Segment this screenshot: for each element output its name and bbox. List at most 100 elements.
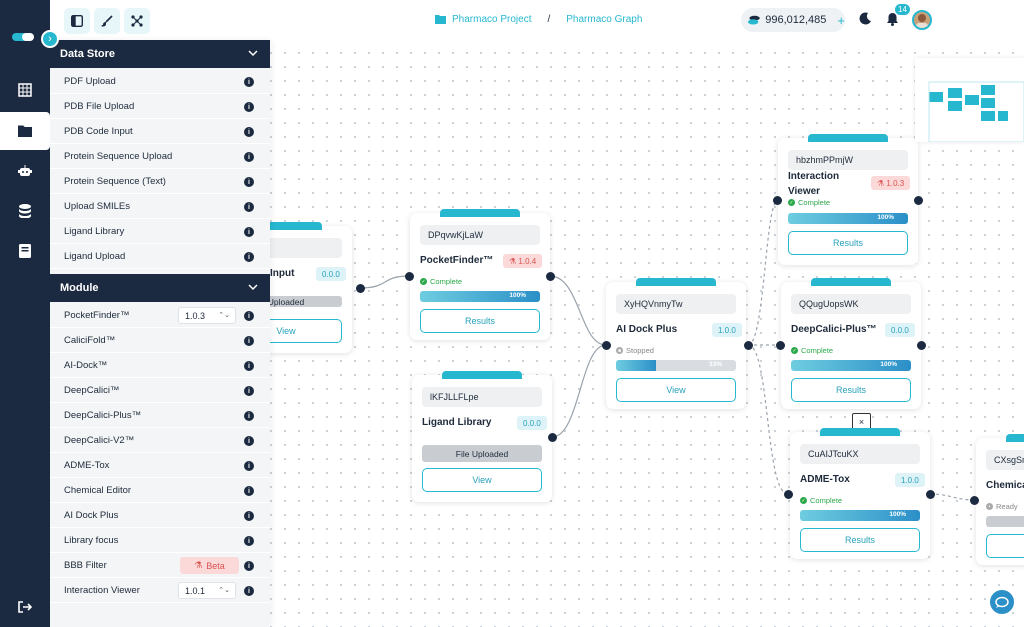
node-ligand-library[interactable]: lKFJLLFLpe Ligand Library 0.0.0 File Upl… <box>412 371 552 502</box>
view-button[interactable]: View <box>616 378 736 402</box>
info-icon[interactable]: i <box>244 561 254 571</box>
info-icon[interactable]: i <box>244 77 254 87</box>
input-port[interactable] <box>773 196 782 205</box>
action-button[interactable] <box>986 534 1024 558</box>
input-port[interactable] <box>405 272 414 281</box>
credits-balance[interactable]: 996,012,485 + <box>741 8 845 32</box>
results-button[interactable]: Results <box>788 231 908 255</box>
node-deepcalici-plus[interactable]: QQugUopsWK DeepCalici-Plus™ 0.0.0 ✓Compl… <box>781 278 921 409</box>
version-tag: 0.0.0 <box>517 416 547 430</box>
upload-state: File Uploaded <box>422 445 542 462</box>
minimap-preview <box>928 81 1024 143</box>
input-port[interactable] <box>970 496 979 505</box>
projects-nav-button[interactable] <box>0 112 50 150</box>
item-label: Chemical Editor <box>64 485 132 496</box>
input-port[interactable] <box>776 341 785 350</box>
avatar[interactable] <box>912 10 932 30</box>
output-port[interactable] <box>917 341 926 350</box>
breadcrumb-graph[interactable]: Pharmaco Graph <box>566 14 643 25</box>
version-select[interactable]: 1.0.3⌃⌄ <box>178 307 236 324</box>
models-nav-button[interactable] <box>0 152 50 190</box>
output-port[interactable] <box>914 196 923 205</box>
module-header[interactable]: Module <box>50 274 270 302</box>
book-icon <box>19 244 31 258</box>
node-chemical-editor[interactable]: CXsgSm Chemica •Ready <box>976 434 1024 565</box>
theme-toggle-button[interactable] <box>859 12 872 30</box>
info-icon[interactable]: i <box>244 461 254 471</box>
logout-button[interactable] <box>0 588 50 626</box>
info-icon[interactable]: i <box>244 252 254 262</box>
info-icon[interactable]: i <box>244 311 254 321</box>
output-port[interactable] <box>356 284 365 293</box>
graph-layout-button[interactable] <box>124 8 150 34</box>
output-port[interactable] <box>546 272 555 281</box>
info-icon[interactable]: i <box>244 486 254 496</box>
results-button[interactable]: Results <box>791 378 911 402</box>
support-chat-button[interactable] <box>990 590 1014 614</box>
info-icon[interactable]: i <box>244 227 254 237</box>
input-port[interactable] <box>784 490 793 499</box>
add-credits-button[interactable]: + <box>837 12 845 28</box>
info-icon[interactable]: i <box>244 511 254 521</box>
output-port[interactable] <box>744 341 753 350</box>
version-select[interactable]: 1.0.1⌃⌄ <box>178 582 236 599</box>
library-nav-button[interactable] <box>0 232 50 270</box>
info-icon[interactable]: i <box>244 102 254 112</box>
results-button[interactable]: Results <box>420 309 540 333</box>
select-arrows-icon: ⌃⌄ <box>218 587 230 594</box>
flask-icon: ⚗ <box>194 560 203 570</box>
info-icon[interactable]: i <box>244 177 254 187</box>
notifications-button[interactable] <box>886 12 899 31</box>
brush-tool-button[interactable] <box>94 8 120 34</box>
output-port[interactable] <box>926 490 935 499</box>
info-icon[interactable]: i <box>244 361 254 371</box>
info-icon[interactable]: i <box>244 336 254 346</box>
input-port[interactable] <box>602 341 611 350</box>
node-pocketfinder[interactable]: DPqvwKjLaW PocketFinder™ ⚗ 1.0.4 ✓Comple… <box>410 209 550 340</box>
dashboard-nav-button[interactable] <box>0 71 50 109</box>
info-icon[interactable]: i <box>244 536 254 546</box>
info-icon[interactable]: i <box>244 202 254 212</box>
breadcrumb-project[interactable]: Pharmaco Project <box>452 14 532 25</box>
database-nav-button[interactable] <box>0 192 50 230</box>
info-icon[interactable]: i <box>244 586 254 596</box>
module-item-chemical-editor[interactable]: Chemical Editor i <box>50 479 270 503</box>
node-adme-tox[interactable]: CuAIJTcuKX ADME-Tox 1.0.0 ✓Complete 100%… <box>790 428 930 559</box>
output-port[interactable] <box>548 433 557 442</box>
version-tag: ⚗ 1.0.4 <box>503 254 543 268</box>
results-button[interactable]: Results <box>800 528 920 552</box>
node-ai-dock-plus[interactable]: XyHQVnmyTw AI Dock Plus 1.0.0 ■Stopped 3… <box>606 278 746 409</box>
info-icon[interactable]: i <box>244 411 254 421</box>
info-icon[interactable]: i <box>244 152 254 162</box>
info-icon[interactable]: i <box>244 436 254 446</box>
expand-panel-button[interactable]: › <box>41 30 59 48</box>
minimap[interactable] <box>915 58 1024 143</box>
data-store-item-protein-sequence-text[interactable]: Protein Sequence (Text)i <box>50 170 270 194</box>
info-icon[interactable]: i <box>244 386 254 396</box>
data-store-header[interactable]: Data Store <box>50 40 270 68</box>
toggle-sidebar-button[interactable] <box>64 8 90 34</box>
close-button[interactable]: × <box>852 413 871 431</box>
view-button[interactable]: View <box>422 468 542 492</box>
info-icon[interactable]: i <box>244 127 254 137</box>
